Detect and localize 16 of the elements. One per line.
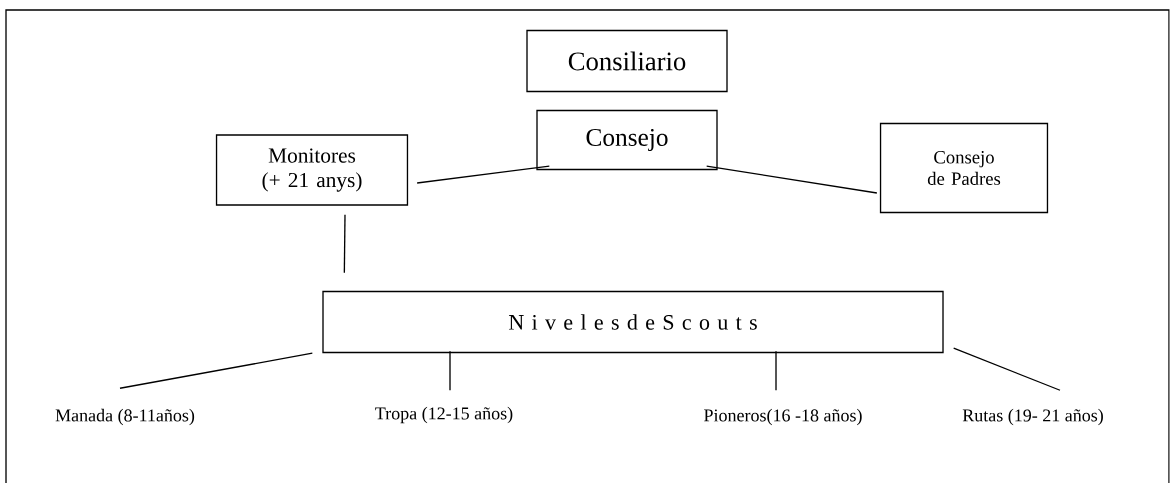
connector-line [449, 350, 451, 391]
process-box: Consejo [536, 109, 718, 171]
connector-line [119, 352, 313, 389]
level-label: Tropa (12-15 años) [375, 406, 513, 424]
title-box: Consiliario [526, 29, 728, 93]
level-label: Manada (8-11años) [55, 408, 195, 426]
level-label: Pioneros(16 -18 años) [704, 408, 862, 426]
connector-line [416, 165, 550, 184]
connector-line [953, 347, 1061, 391]
connector-line [343, 214, 346, 274]
level-label: Rutas (19- 21 años) [962, 408, 1103, 426]
connector-line [706, 165, 878, 194]
connector-line [775, 350, 777, 391]
process-box: Monitores (+ 21 anys) [215, 134, 409, 206]
process-box: Consejo de Padres [879, 122, 1049, 214]
process-box: N i v e l e s d e S c o u t s [322, 290, 944, 354]
